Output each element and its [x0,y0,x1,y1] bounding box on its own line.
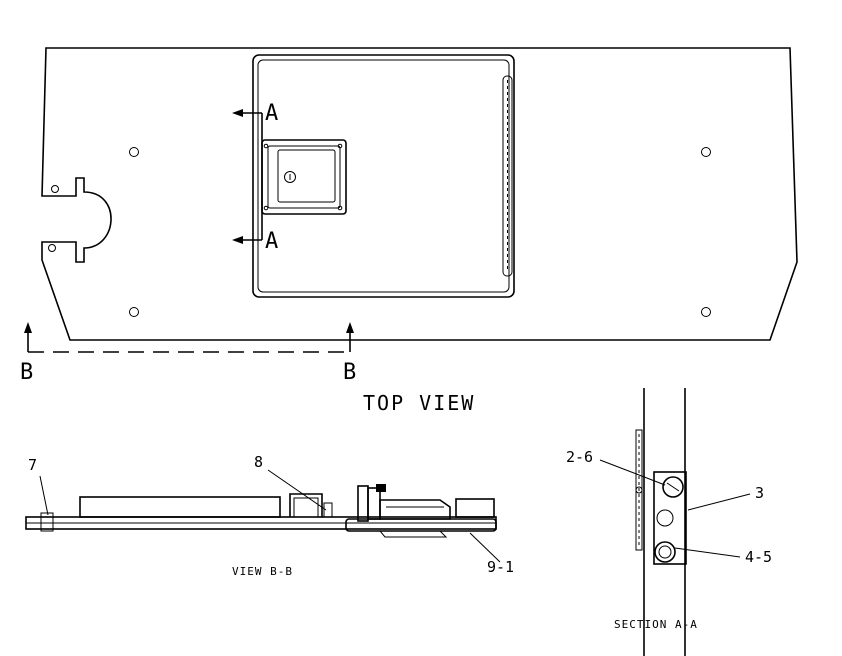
view-b-arrowhead-right [346,322,354,333]
latch-flange [267,145,341,209]
mounting-hole [701,147,711,157]
view-b-arrowhead-left [24,322,32,333]
leader-9-1 [469,532,501,563]
mounting-hole [129,307,139,317]
view-b-label-left: B [20,360,34,385]
section-aa-drawing [599,388,751,656]
section-hinge-bolt [635,486,643,494]
section-a-label-bottom: A [265,229,279,254]
access-door-outer [252,54,515,298]
section-a-label-top: A [265,101,279,126]
latch-housing [379,499,451,520]
latch-post [357,485,369,522]
latch-body [367,487,381,520]
latch-rivet [263,143,269,149]
section-bolt-4-5-inner [658,545,672,559]
notch-fastener-top [51,185,59,193]
section-bolt-2-6 [662,476,684,498]
leader-4-5 [674,547,741,558]
door-hinge [502,75,513,277]
mounting-hole [129,147,139,157]
bracket-8-inner [293,497,319,517]
mounting-hole [701,307,711,317]
latch-lock-icon [284,171,296,183]
leader-7 [39,475,49,516]
access-door-inner [257,59,510,293]
view-b-label-right: B [343,360,357,385]
raised-section [79,496,281,518]
callout-3: 3 [755,484,765,502]
latch-recess [277,149,336,203]
callout-4-5: 4-5 [745,548,773,566]
leader-3 [687,493,751,511]
right-block [455,498,495,518]
latch-under [378,530,448,538]
bracket-8 [289,493,323,517]
latch-rivet [263,205,269,211]
latch-rivet [337,205,343,211]
latch-plate [261,139,347,215]
section-bolt-3 [656,509,674,527]
top-view-title: TOP VIEW [363,391,476,415]
panel-outline [41,47,798,341]
callout-8: 8 [254,453,264,471]
bracket-8-tab [323,502,333,518]
view-bb-title: VIEW B-B [232,565,293,578]
section-aa-title: SECTION A-A [614,618,698,631]
callout-2-6: 2-6 [566,448,594,466]
section-a-arrowhead-bottom [232,236,243,244]
section-latch-block [653,471,687,565]
end-fastener [40,512,54,532]
callout-9-1: 9-1 [487,558,515,576]
latch-cap [376,484,386,492]
callout-7: 7 [28,456,38,474]
section-bolt-4-5 [654,541,676,563]
view-bb-drawing [25,469,501,563]
leader-8 [267,469,327,511]
leader-2-6 [599,459,666,486]
section-a-arrowhead-top [232,109,243,117]
latch-rivet [337,143,343,149]
section-bolt-slot [666,482,680,492]
notch-fastener-bottom [48,244,56,252]
top-view-drawing [24,47,798,353]
